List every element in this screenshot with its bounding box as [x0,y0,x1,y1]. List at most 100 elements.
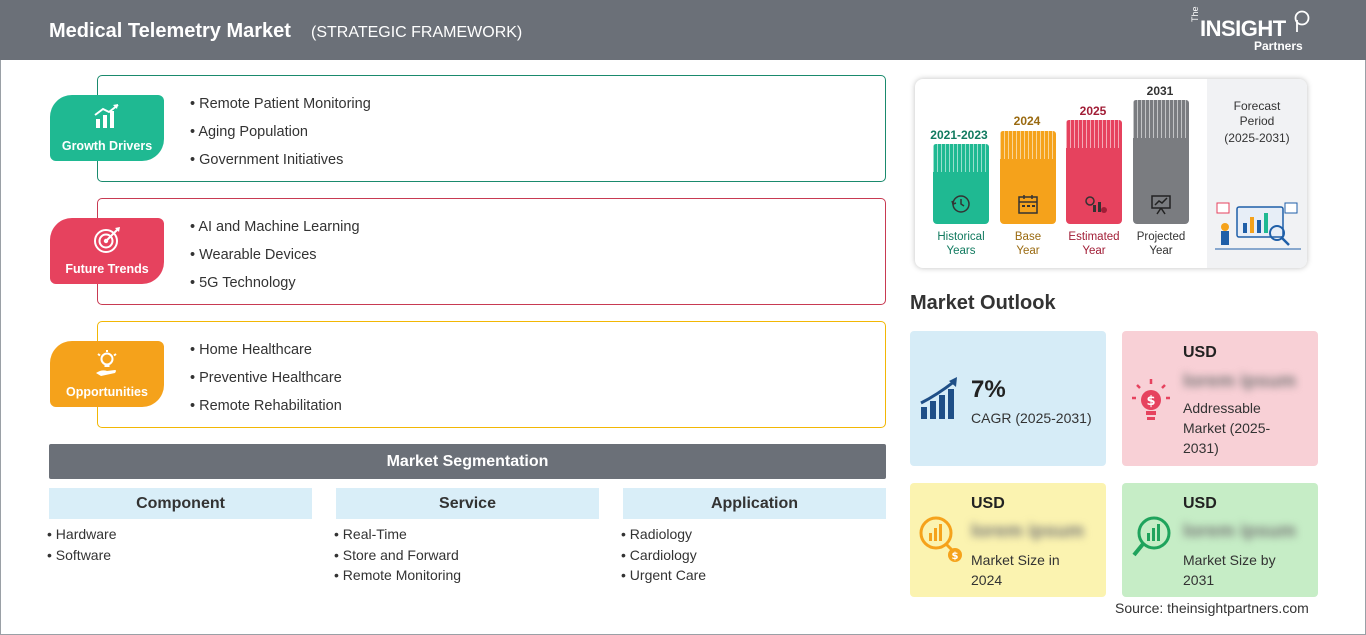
segment-list-application: Radiology Cardiology Urgent Care [621,524,706,586]
market-outlook-title: Market Outlook [910,292,1056,314]
label-line: Base [1014,231,1042,243]
svg-text:$: $ [952,551,959,562]
label-line: Forecast [1233,99,1281,113]
label-line: Years [946,245,976,257]
analytics-illustration-icon [1215,202,1301,250]
growth-drivers-label: Growth Drivers [61,139,153,153]
list-item: Remote Patient Monitoring [190,94,371,122]
timeline-label-base: Base Year [990,230,1066,258]
lightbulb-hand-icon [96,350,117,376]
size-2024-currency: USD [971,495,1005,512]
list-item: Remote Rehabilitation [190,396,342,424]
page-subtitle: (STRATEGIC FRAMEWORK) [311,24,523,41]
segment-heading-application: Application [623,488,886,519]
timeline-year-historical: 2021-2023 [930,128,988,142]
label-line: Year [1082,245,1106,257]
market-segmentation-header: Market Segmentation [49,444,886,479]
gear-chart-icon [1085,196,1107,213]
label-line: Projected [1136,231,1186,243]
size-2024-label: Market Size in 2024 [971,550,1060,590]
timeline-card: 2021-2023 Historical Years 2024 Base Yea… [915,79,1307,268]
future-trends-label: Future Trends [65,262,149,276]
cagr-value: 7% [971,376,1006,403]
label-line: Market Size by [1183,552,1276,568]
logo-partners: Partners [1254,39,1303,53]
label-line: (2025-2031) [1224,131,1290,145]
opportunities-list: Home Healthcare Preventive Healthcare Re… [190,340,342,424]
timeline-bar-projected [1133,100,1189,224]
idea-dollar-icon: $ [1132,379,1170,420]
page-title: Medical Telemetry Market [49,20,291,42]
list-item: Radiology [621,524,706,545]
timeline-bar-historical [933,144,989,224]
addressable-value-blurred: lorem ipsum [1183,371,1296,392]
list-item: Government Initiatives [190,150,371,178]
label-line: 2031) [1183,440,1219,456]
label-line: Estimated [1068,231,1120,243]
opportunities-badge: Opportunities [50,341,164,407]
future-trends-list: AI and Machine Learning Wearable Devices… [190,217,360,301]
opportunities-label: Opportunities [66,385,148,399]
list-item: 5G Technology [190,273,360,301]
timeline-year-base: 2024 [1013,114,1041,128]
timeline-label-projected: Projected Year [1123,230,1199,258]
search-growth-icon [1132,516,1171,557]
addressable-label: Addressable Market (2025- 2031) [1183,398,1270,458]
addressable-market-card: $ USD lorem ipsum Addressable Market (20… [1122,331,1318,466]
list-item: Hardware [47,524,117,545]
size-2024-value-blurred: lorem ipsum [971,521,1084,542]
history-clock-icon [951,195,970,213]
list-item: Software [47,545,117,566]
segment-list-component: Hardware Software [47,524,117,565]
growth-drivers-badge: Growth Drivers [50,95,164,161]
source-credit[interactable]: Source: theinsightpartners.com [1115,600,1309,616]
list-item: Preventive Healthcare [190,368,342,396]
cagr-card: 7% CAGR (2025-2031) [910,331,1106,466]
addressable-currency: USD [1183,344,1217,361]
label-line: 2031 [1183,572,1215,588]
label-line: Historical [937,231,985,243]
segment-heading-component: Component [49,488,312,519]
logo-flag-icon [1294,10,1310,32]
size-2031-currency: USD [1183,495,1217,512]
timeline-bar-estimated [1066,120,1122,224]
size-2031-label: Market Size by 2031 [1183,550,1276,590]
list-item: AI and Machine Learning [190,217,359,245]
size-2031-value-blurred: lorem ipsum [1183,521,1296,542]
list-item: Remote Monitoring [334,565,461,586]
logo-insight: INSIGHT [1200,16,1286,41]
list-item: Store and Forward [334,545,461,566]
list-item: Urgent Care [621,565,706,586]
timeline-bar-base [1000,131,1056,224]
target-icon [94,227,120,253]
segment-heading-service: Service [336,488,599,519]
header-bar: Medical Telemetry Market (STRATEGIC FRAM… [0,0,1366,60]
list-item: Wearable Devices [190,245,360,273]
market-size-2031-card: USD lorem ipsum Market Size by 2031 [1122,483,1318,597]
market-size-2024-card: $ USD lorem ipsum Market Size in 2024 [910,483,1106,597]
label-line: 2024 [971,572,1003,588]
list-item: Real-Time [334,524,461,545]
presentation-icon [1151,195,1171,215]
timeline-label-estimated: Estimated Year [1056,230,1132,258]
bar-chart-icon [94,104,119,128]
list-item: Aging Population [190,122,371,150]
label-line: Year [1016,245,1040,257]
future-trends-badge: Future Trends [50,218,164,284]
label-line: Year [1149,245,1173,257]
insight-partners-logo[interactable]: The INSIGHT Partners [1190,6,1320,54]
growth-chart-icon [920,377,957,419]
money-chart-icon: $ [919,516,962,562]
svg-text:$: $ [1146,394,1155,409]
list-item: Cardiology [621,545,706,566]
label-line: Addressable [1183,400,1261,416]
cagr-label: CAGR (2025-2031) [971,410,1092,426]
segment-list-service: Real-Time Store and Forward Remote Monit… [334,524,461,586]
label-line: Period [1239,114,1275,128]
timeline-label-historical: Historical Years [923,230,999,258]
logo-the: The [1190,6,1200,22]
timeline-year-estimated: 2025 [1079,104,1107,118]
list-item: Home Healthcare [190,340,342,368]
forecast-period-label: Forecast Period (2025-2031) [1210,99,1304,146]
label-line: Market Size in [971,552,1060,568]
